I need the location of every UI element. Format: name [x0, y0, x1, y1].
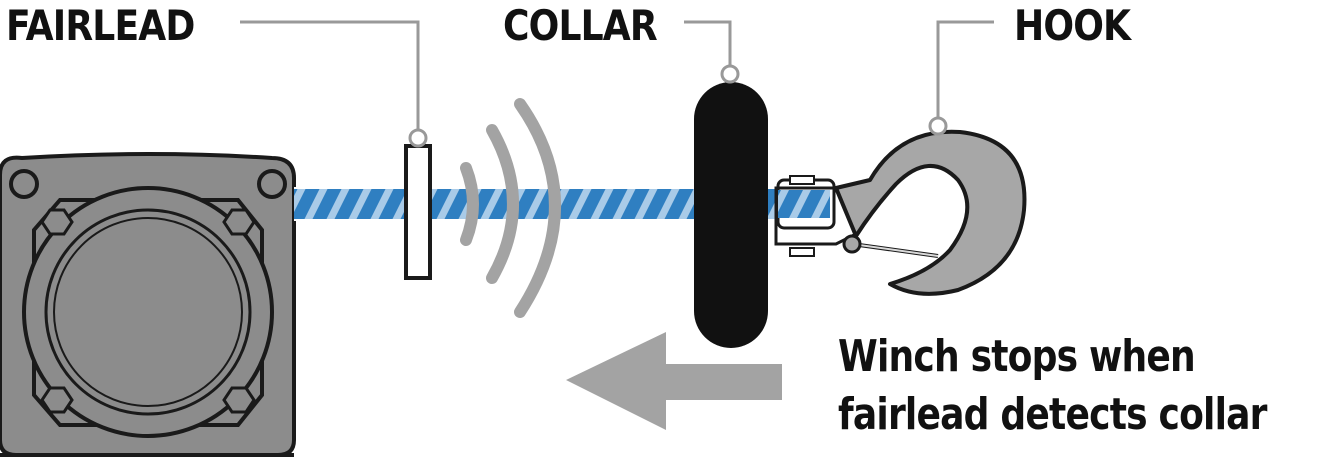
hook-leader [936, 20, 994, 118]
hook-icon [774, 129, 1027, 296]
collar-icon [694, 82, 768, 348]
signal-waves-icon [460, 98, 561, 318]
collar-leader [684, 20, 732, 66]
hook-label: HOOK [1014, 1, 1131, 50]
caption-line-1: Winch stops when [838, 331, 1196, 382]
caption-line-2: fairlead detects collar [838, 389, 1267, 440]
fairlead-leader [240, 20, 420, 130]
arrow-left-icon [566, 332, 782, 430]
callout-leaders [240, 20, 994, 148]
hook-leader-dot [928, 116, 948, 136]
fairlead-icon [404, 144, 432, 280]
winch-icon [0, 152, 296, 457]
collar-label: COLLAR [503, 1, 658, 50]
fairlead-label: FAIRLEAD [6, 1, 195, 50]
collar-leader-dot [720, 64, 740, 84]
fairlead-leader-dot [408, 128, 428, 148]
